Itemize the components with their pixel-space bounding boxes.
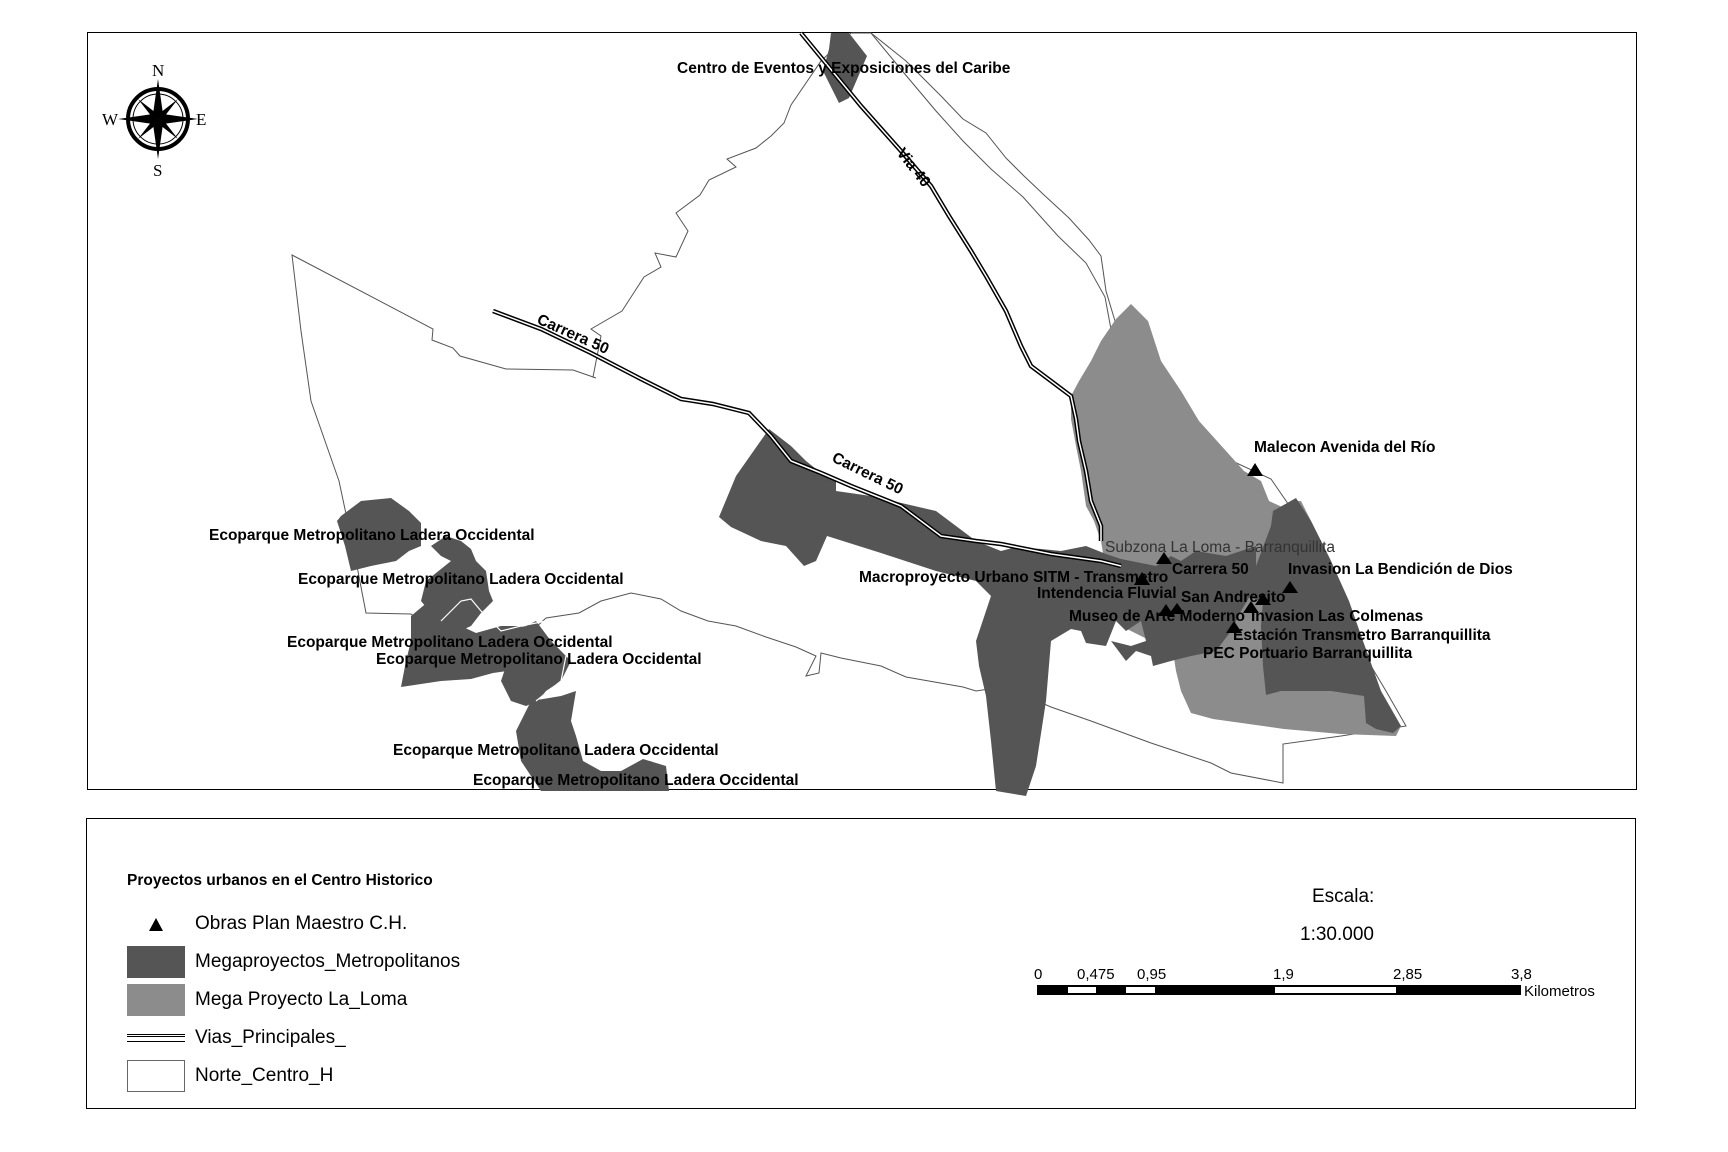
works-points [1134,463,1298,633]
ecoparque-polygon-5 [516,691,656,791]
label-invasion-bendicion: Invasion La Bendición de Dios [1288,561,1513,578]
legend-panel: Proyectos urbanos en el Centro Historico… [86,818,1636,1109]
scale-title: Escala: [1312,886,1375,907]
label-pec-portuario: PEC Portuario Barranquillita [1203,645,1413,662]
scale-tick-label: 0 [1034,966,1042,983]
point-intendencia-fluvial[interactable] [1134,572,1150,585]
compass-e: E [196,110,206,129]
legend-item-la-loma: Mega Proyecto La_Loma [127,983,407,1017]
double-line-icon [127,1022,185,1054]
light-fill-swatch-icon [127,984,185,1016]
scale-tick-label: 1,9 [1273,966,1294,983]
point-san-andresito[interactable] [1255,593,1271,605]
map-frame: Via 40 Carrera 50 Carrera 50 N S W E Cen… [87,31,1638,796]
label-subzona-la-loma: Subzona La Loma - Barranquillita [1105,539,1335,556]
point-estacion-transmetro[interactable] [1226,621,1242,633]
label-ecoparque-3: Ecoparque Metropolitano Ladera Occidenta… [287,634,613,651]
scale-tick-label: 0,475 [1077,966,1115,983]
point-museo-2[interactable] [1169,603,1185,614]
dark-fill-swatch-icon [127,946,185,978]
label-carrera-50-point: Carrera 50 [1172,561,1249,578]
label-estacion-transmetro: Estación Transmetro Barranquillita [1233,627,1491,644]
scale-unit: Kilometros [1524,983,1595,1000]
scale-tick-label: 2,85 [1393,966,1422,983]
ecoparque-polygon-1 [337,498,421,571]
label-ecoparque-2: Ecoparque Metropolitano Ladera Occidenta… [298,571,624,588]
ecoparque-polygon-3 [401,601,531,687]
scale-seg-white [1068,987,1096,993]
river-boundary-line [870,32,1122,342]
legend-label: Vias_Principales_ [195,1027,346,1048]
legend-title: Proyectos urbanos en el Centro Historico [127,872,433,889]
label-malecon: Malecon Avenida del Río [1254,439,1435,456]
compass-s: S [153,161,162,180]
map-canvas[interactable]: Via 40 Carrera 50 Carrera 50 N S W E Cen… [88,31,1638,796]
outline-polygon-icon [127,1060,185,1092]
scale-tick-label: 3,8 [1511,966,1532,983]
legend-label: Mega Proyecto La_Loma [195,989,408,1010]
scale-seg-white [1126,987,1155,993]
legend-label: Obras Plan Maestro C.H. [195,913,408,934]
point-malecon[interactable] [1247,463,1263,476]
scale-tick-label: 0,95 [1137,966,1166,983]
legend-label: Norte_Centro_H [195,1065,334,1086]
megaproject-centro-eventos [823,33,867,103]
label-macroproyecto: Macroproyecto Urbano SITM - Transmetro [859,569,1168,586]
label-san-andresito: San Andresito [1181,589,1286,606]
north-arrow-icon: N S W E [102,61,206,180]
road-carrera-50 [492,308,1122,569]
label-ecoparque-4: Ecoparque Metropolitano Ladera Occidenta… [376,651,702,668]
label-ecoparque-6: Ecoparque Metropolitano Ladera Occidenta… [473,772,799,789]
ecoparque-polygon-6 [621,759,669,791]
compass-w: W [102,110,119,129]
scale-bar: 0 0,475 0,95 1,9 2,85 3,8 Kilometros [1034,966,1595,1000]
legend-item-norte-centro: Norte_Centro_H [127,1059,333,1093]
label-ecoparque-1: Ecoparque Metropolitano Ladera Occidenta… [209,527,535,544]
ecoparque-divider-line [440,598,570,702]
point-invasion-bendicion[interactable] [1282,581,1298,593]
legend-item-vias: Vias_Principales_ [127,1021,346,1055]
megaproject-transmetro [719,429,1256,796]
ecoparque-polygon-4 [501,621,571,706]
legend-item-megaproyectos: Megaproyectos_Metropolitanos [127,945,460,979]
label-centro-eventos: Centro de Eventos y Exposiciones del Car… [677,60,1011,77]
scale-seg-white [1275,987,1396,993]
label-museo-arte-moderno: Museo de Arte Moderno [1069,608,1245,625]
ecoparque-polygon-2 [421,536,493,633]
label-ecoparque-5: Ecoparque Metropolitano Ladera Occidenta… [393,742,719,759]
legend-item-obras: Obras Plan Maestro C.H. [127,907,407,941]
label-intendencia-fluvial: Intendencia Fluvial [1037,585,1177,602]
label-invasion-colmenas: Invasion Las Colmenas [1251,608,1423,625]
legend-label: Megaproyectos_Metropolitanos [195,951,461,972]
point-invasion-colmenas[interactable] [1243,601,1259,613]
road-via-40 [799,31,1104,541]
triangle-icon [127,908,185,940]
point-carrera-50[interactable] [1156,552,1172,564]
megaproject-east-block [1241,498,1401,733]
scale-ratio: 1:30.000 [1300,924,1374,945]
compass-n: N [152,61,164,80]
